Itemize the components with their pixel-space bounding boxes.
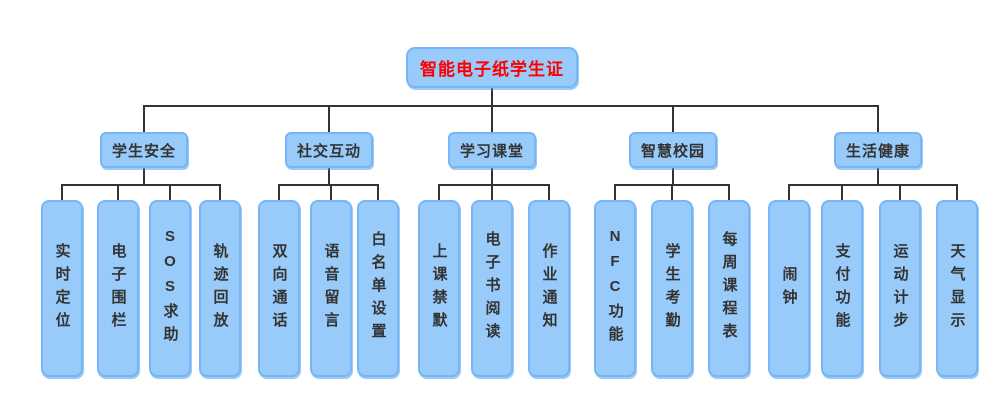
connector-leaf-drop: [788, 184, 790, 200]
leaf-node: 上课禁默: [418, 200, 460, 377]
leaf-node: 天气显示: [936, 200, 978, 377]
connector-leaf-drop: [491, 184, 493, 200]
leaf-node: 学生考勤: [651, 200, 693, 377]
connector-group-drop: [672, 168, 674, 184]
connector-cat-drop: [143, 105, 145, 132]
leaf-node: 语音留言: [310, 200, 352, 377]
category-life-health: 生活健康: [834, 132, 922, 168]
leaf-node: NFC功能: [594, 200, 636, 377]
leaf-label: 作业通知: [540, 242, 558, 335]
connector-leaf-drop: [956, 184, 958, 200]
leaf-label: 闹钟: [780, 265, 798, 312]
category-social-interaction: 社交互动: [285, 132, 373, 168]
connector-leaf-drop: [377, 184, 379, 200]
leaf-node: 运动计步: [879, 200, 921, 377]
connector-leaf-drop: [899, 184, 901, 200]
connector-group-rail: [438, 184, 550, 186]
connector-leaf-drop: [278, 184, 280, 200]
category-label: 社交互动: [296, 142, 361, 160]
leaf-node: 电子围栏: [97, 200, 139, 377]
leaf-node: 闹钟: [768, 200, 810, 377]
leaf-node: 每周课程表: [708, 200, 750, 377]
leaf-label: 每周课程表: [720, 231, 738, 346]
connector-leaf-drop: [219, 184, 221, 200]
connector-group-rail: [278, 184, 379, 186]
leaf-label: NFC功能: [606, 228, 624, 349]
leaf-label: 双向通话: [270, 242, 288, 335]
connector-cat-drop: [491, 105, 493, 132]
category-label: 学生安全: [111, 142, 176, 160]
category-label: 学习课堂: [459, 142, 524, 160]
leaf-label: 电子书阅读: [483, 231, 501, 346]
leaf-label: 学生考勤: [663, 242, 681, 335]
connector-leaf-drop: [117, 184, 119, 200]
connector-main-rail: [143, 105, 879, 107]
connector-leaf-drop: [671, 184, 673, 200]
leaf-node: 实时定位: [41, 200, 83, 377]
connector-group-drop: [328, 168, 330, 184]
connector-cat-drop: [328, 105, 330, 132]
leaf-node: 轨迹回放: [199, 200, 241, 377]
connector-leaf-drop: [728, 184, 730, 200]
leaf-node: 双向通话: [258, 200, 300, 377]
leaf-node: 支付功能: [821, 200, 863, 377]
category-label: 智慧校园: [640, 142, 705, 160]
leaf-label: 天气显示: [948, 242, 966, 335]
leaf-label: 白名单设置: [369, 231, 387, 346]
category-student-safety: 学生安全: [100, 132, 188, 168]
leaf-label: 电子围栏: [109, 242, 127, 335]
connector-cat-drop: [672, 105, 674, 132]
connector-leaf-drop: [330, 184, 332, 200]
category-learning-classroom: 学习课堂: [448, 132, 536, 168]
category-label: 生活健康: [845, 142, 910, 160]
connector-leaf-drop: [169, 184, 171, 200]
connector-group-drop: [143, 168, 145, 184]
connector-leaf-drop: [548, 184, 550, 200]
leaf-label: SOS求助: [161, 228, 179, 349]
leaf-node: 白名单设置: [357, 200, 399, 377]
connector-group-drop: [491, 168, 493, 184]
connector-cat-drop: [877, 105, 879, 132]
leaf-label: 支付功能: [833, 242, 851, 335]
leaf-label: 语音留言: [322, 242, 340, 335]
connector-leaf-drop: [614, 184, 616, 200]
leaf-node: 电子书阅读: [471, 200, 513, 377]
leaf-label: 运动计步: [891, 242, 909, 335]
connector-leaf-drop: [61, 184, 63, 200]
connector-leaf-drop: [438, 184, 440, 200]
root-node: 智能电子纸学生证: [406, 47, 578, 88]
leaf-node: 作业通知: [528, 200, 570, 377]
leaf-label: 实时定位: [53, 242, 71, 335]
category-smart-campus: 智慧校园: [629, 132, 717, 168]
leaf-label: 轨迹回放: [211, 242, 229, 335]
connector-group-drop: [877, 168, 879, 184]
connector-group-rail: [61, 184, 221, 186]
connector-leaf-drop: [841, 184, 843, 200]
leaf-label: 上课禁默: [430, 242, 448, 335]
leaf-node: SOS求助: [149, 200, 191, 377]
connector-group-rail: [788, 184, 958, 186]
connector-root-drop: [491, 88, 493, 105]
root-node-label: 智能电子纸学生证: [420, 60, 564, 79]
